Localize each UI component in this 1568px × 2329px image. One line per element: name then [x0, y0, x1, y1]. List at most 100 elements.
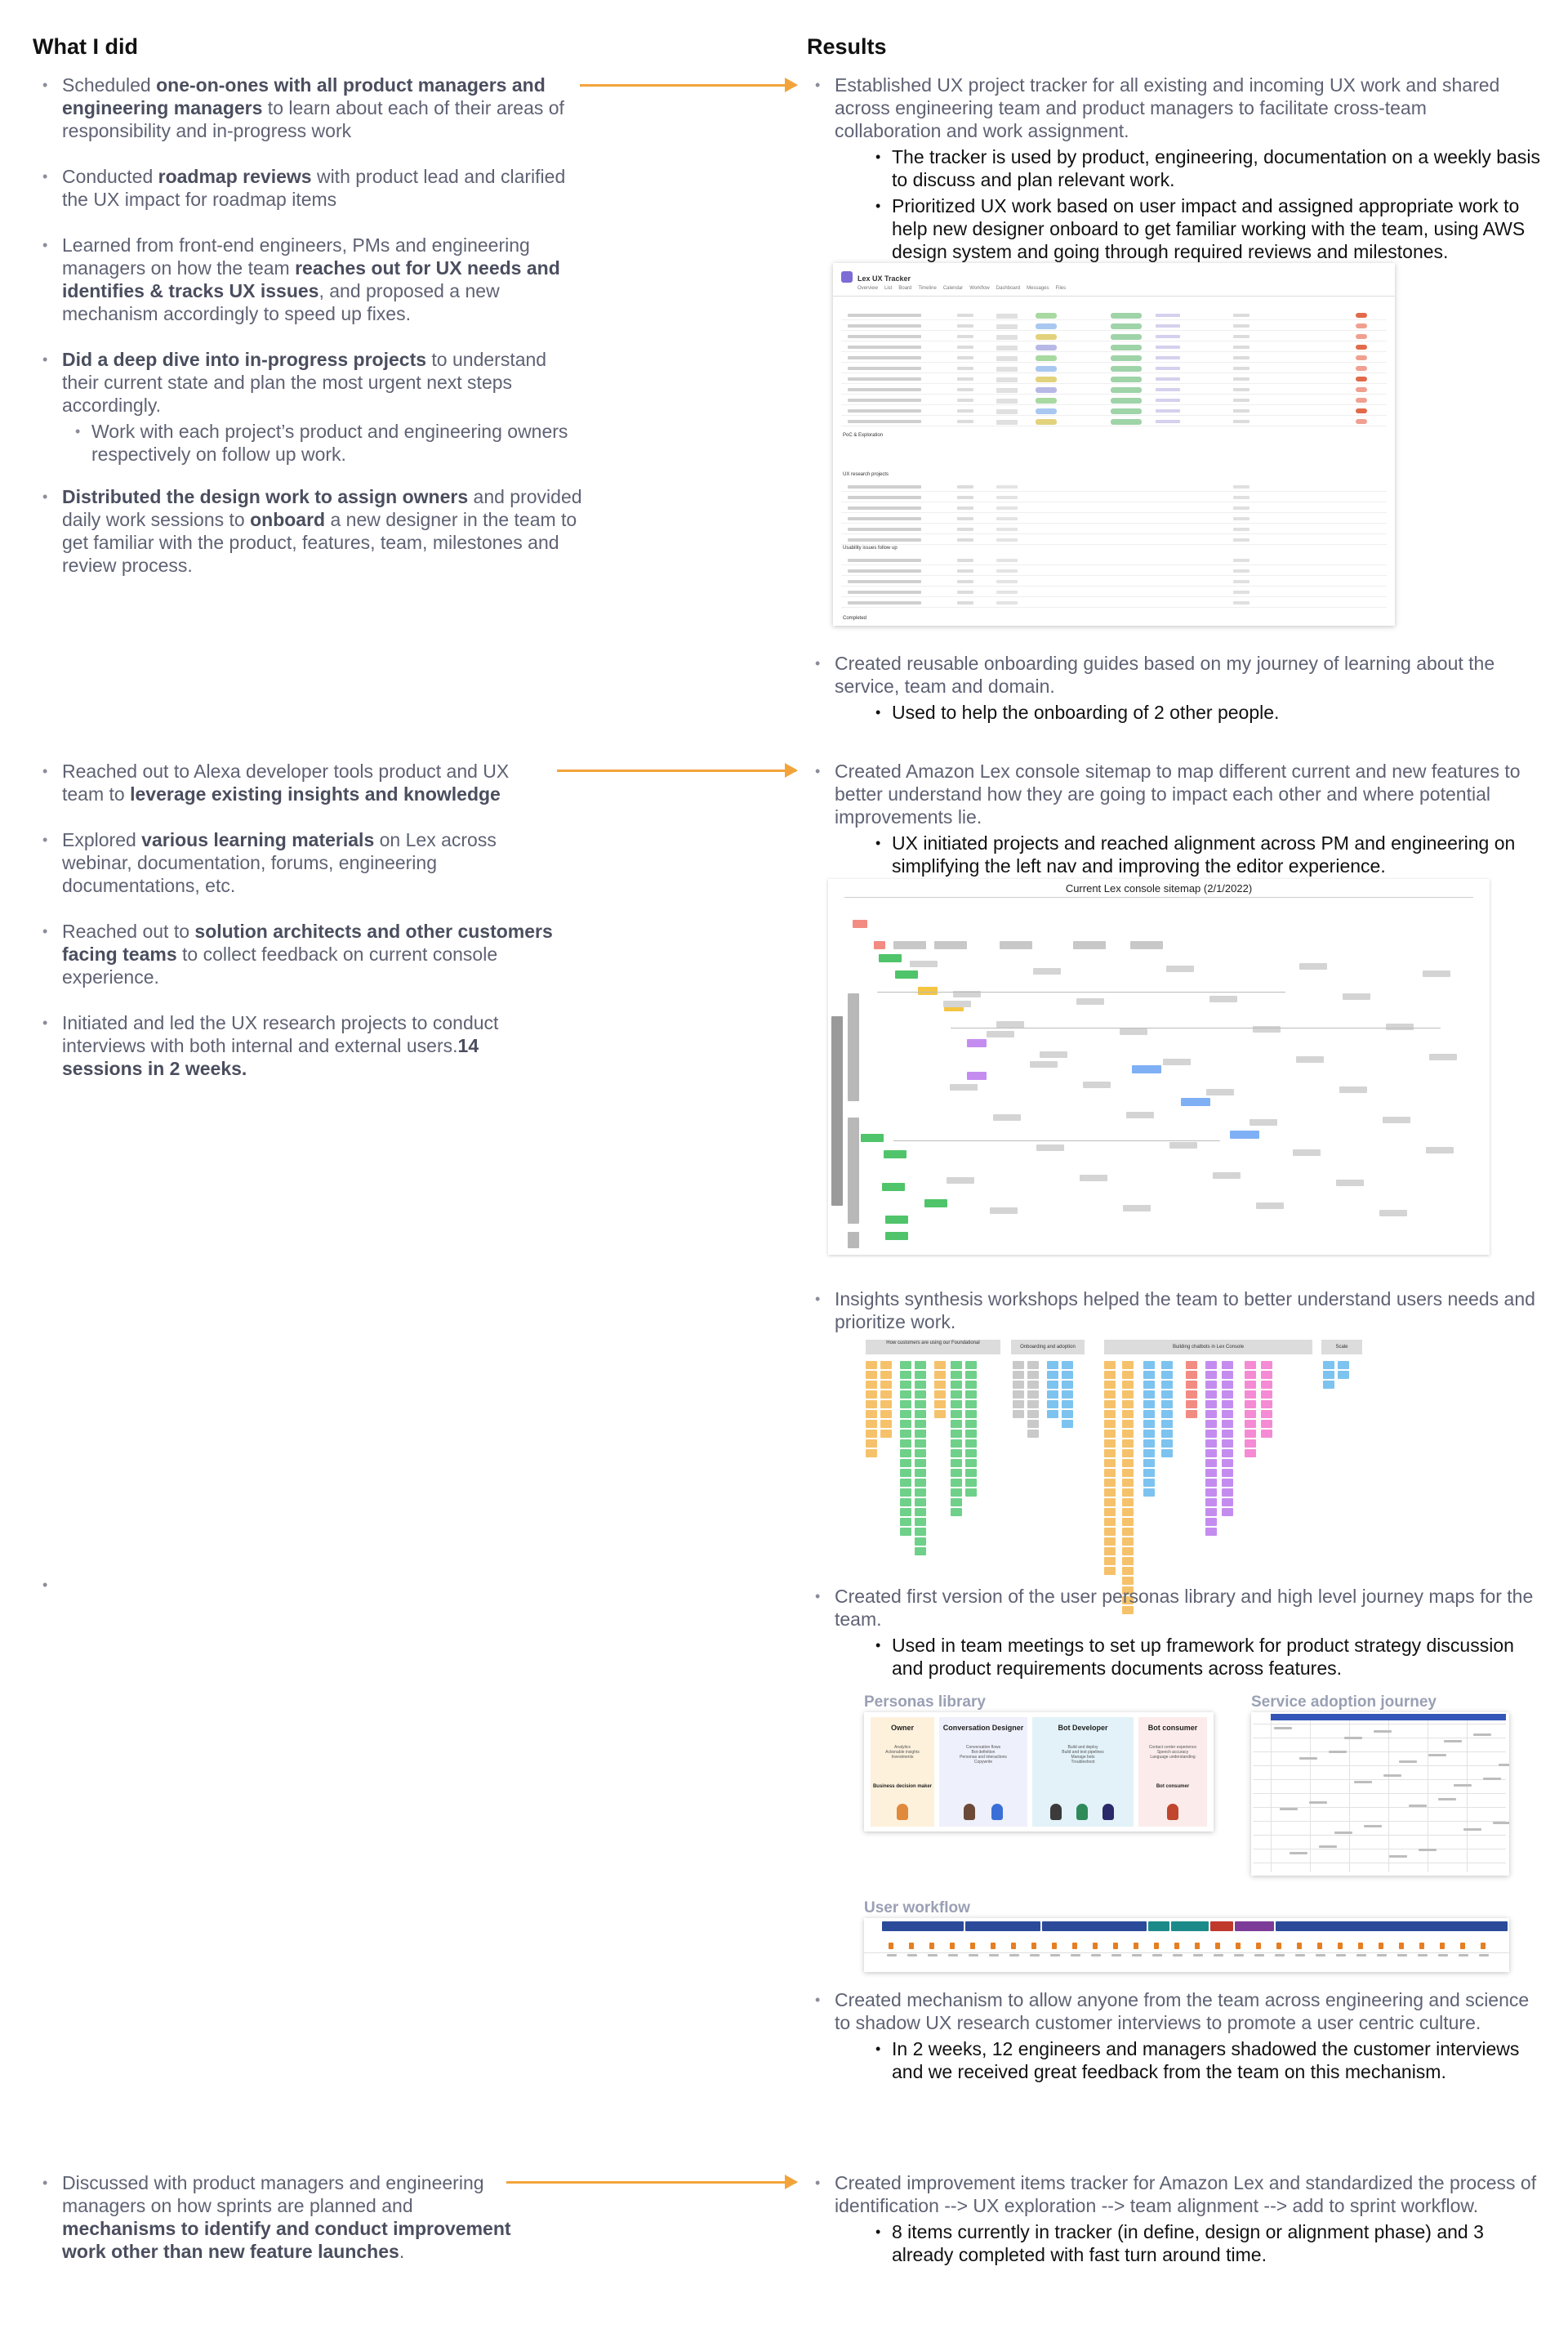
- sitemap-node: [895, 970, 918, 979]
- avatar: [964, 1804, 975, 1820]
- tracker-row-cell: [1233, 335, 1250, 338]
- tracker-row-cell: [996, 528, 1018, 531]
- journey-cell-text: [1409, 1805, 1427, 1807]
- journey-cell-text: [1319, 1845, 1337, 1848]
- sitemap-node: [1080, 1175, 1107, 1181]
- sitemap-node: [1343, 993, 1370, 1000]
- sticky-note: [1122, 1459, 1134, 1467]
- sticky-note: [951, 1400, 962, 1408]
- sitemap-node: [1429, 1054, 1457, 1060]
- sticky-note: [1205, 1488, 1217, 1497]
- tracker-tab[interactable]: Dashboard: [996, 286, 1021, 291]
- sticky-note: [1261, 1400, 1272, 1408]
- tracker-tab[interactable]: Messages: [1027, 286, 1049, 291]
- tracker-row-cell: [1233, 538, 1250, 542]
- tracker-row-line: [841, 319, 1387, 320]
- sitemap-node: [1083, 1082, 1111, 1088]
- workflow-step-label: [1132, 1954, 1142, 1956]
- sticky-note: [915, 1400, 926, 1408]
- sticky-note: [1047, 1381, 1058, 1389]
- avatar: [897, 1804, 908, 1820]
- sticky-note: [1245, 1410, 1256, 1418]
- sitemap-node: [1126, 1112, 1154, 1118]
- sticky-note: [1261, 1381, 1272, 1389]
- tracker-priority: [1356, 355, 1367, 360]
- workflow-step-marker: [1481, 1943, 1486, 1949]
- sticky-note: [1027, 1361, 1039, 1369]
- sitemap-node: [953, 991, 981, 997]
- avatar: [1076, 1804, 1088, 1820]
- tracker-row-cell: [1156, 388, 1180, 391]
- sticky-note: [1222, 1381, 1233, 1389]
- sticky-note: [915, 1459, 926, 1467]
- sticky-note: [1013, 1390, 1024, 1399]
- tracker-tab[interactable]: Overview: [858, 286, 879, 291]
- sticky-note: [900, 1449, 911, 1457]
- tracker-status-pill: [1036, 387, 1057, 393]
- sticky-note: [1161, 1439, 1173, 1448]
- right-item-7: Created improvement items tracker for Am…: [815, 2171, 1537, 2266]
- tracker-status-pill: [1111, 377, 1142, 382]
- workflow-step-label: [1316, 1954, 1325, 1956]
- persona-desc: Contact center experience Speech accurac…: [1148, 1745, 1197, 1760]
- journey-cell-text: [1419, 1849, 1437, 1851]
- workflow-phase-bar: [882, 1921, 964, 1931]
- sitemap-side-rail: [831, 1016, 843, 1206]
- sticky-note: [1261, 1430, 1272, 1438]
- sticky-note: [951, 1459, 962, 1467]
- workflow-step-marker: [1174, 1943, 1179, 1949]
- sticky-note: [1122, 1488, 1134, 1497]
- sticky-note: [1013, 1361, 1024, 1369]
- tracker-tab[interactable]: Calendar: [942, 286, 964, 291]
- right-heading: Results: [807, 34, 887, 59]
- workshop-header: How customers are using our Foundational: [866, 1340, 1000, 1354]
- sticky-note: [1222, 1371, 1233, 1379]
- left-item-10: Discussed with product managers and engi…: [42, 2171, 519, 2263]
- workflow-step-marker: [970, 1943, 975, 1949]
- right-item-6: Created mechanism to allow anyone from t…: [815, 1988, 1537, 2083]
- sticky-note: [951, 1371, 962, 1379]
- workflow-step-label: [1009, 1954, 1019, 1956]
- workflow-step-marker: [1113, 1943, 1118, 1949]
- tracker-row-line: [841, 523, 1387, 524]
- tracker-row-cell: [957, 580, 973, 583]
- sticky-note: [965, 1430, 977, 1438]
- sitemap-node: [1076, 998, 1104, 1005]
- sticky-note: [1323, 1381, 1334, 1389]
- sticky-note: [1161, 1381, 1173, 1389]
- sticky-note: [1027, 1420, 1039, 1428]
- sitemap-node: [1073, 941, 1106, 949]
- workflow-step-marker: [909, 1943, 914, 1949]
- sticky-note: [1122, 1469, 1134, 1477]
- sitemap-node: [1040, 1051, 1067, 1058]
- tracker-status-pill: [1036, 377, 1057, 382]
- sticky-note: [1122, 1508, 1134, 1516]
- sitemap-node: [1379, 1210, 1407, 1216]
- tracker-tab[interactable]: Timeline: [918, 286, 937, 291]
- sitemap-rule: [844, 897, 1473, 898]
- tracker-row-line: [841, 415, 1387, 416]
- tracker-priority: [1356, 345, 1367, 350]
- sitemap-node: [1230, 1131, 1259, 1139]
- avatar: [1050, 1804, 1062, 1820]
- sitemap-node: [967, 1072, 987, 1080]
- sitemap-node: [1000, 941, 1032, 949]
- tracker-tab[interactable]: List: [884, 286, 893, 291]
- tracker-status-pill: [1111, 323, 1142, 329]
- tracker-tab[interactable]: Files: [1055, 286, 1067, 291]
- arrow-2: [557, 763, 798, 778]
- tracker-row-cell: [1233, 559, 1250, 562]
- tracker-tab[interactable]: Workflow: [969, 286, 990, 291]
- sticky-note: [880, 1381, 892, 1389]
- sticky-note: [900, 1420, 911, 1428]
- sitemap-node: [1030, 1061, 1058, 1068]
- tracker-row-title: [848, 324, 921, 328]
- sticky-note: [915, 1488, 926, 1497]
- tracker-row-cell: [1233, 377, 1250, 381]
- sticky-note: [1122, 1400, 1134, 1408]
- sticky-note: [951, 1439, 962, 1448]
- sticky-note: [900, 1439, 911, 1448]
- tracker-priority: [1356, 334, 1367, 339]
- tracker-tab[interactable]: Board: [898, 286, 912, 291]
- sticky-note: [915, 1420, 926, 1428]
